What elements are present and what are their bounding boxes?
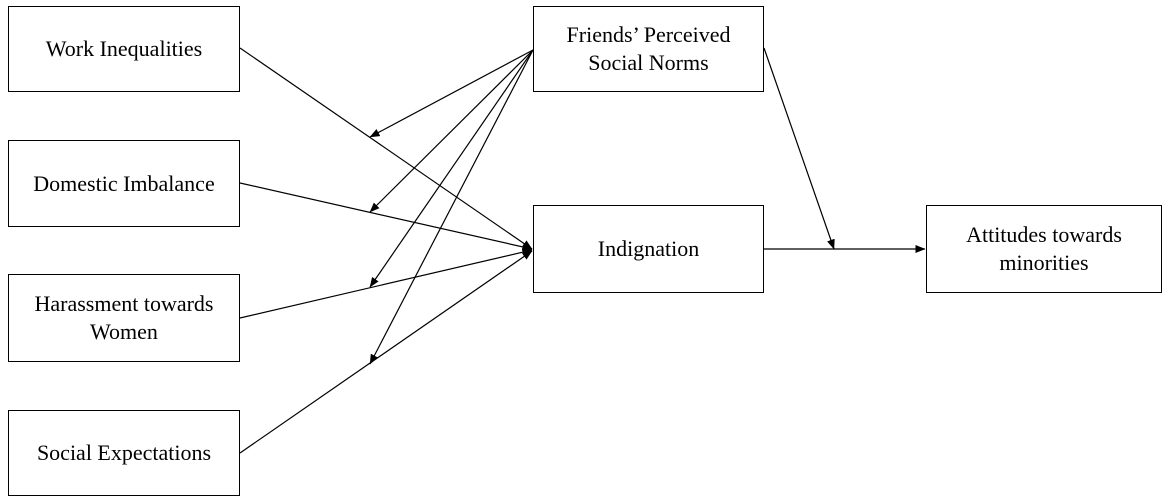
edge-domestic-to-indignation	[239, 182, 533, 251]
node-indignation: Indignation	[533, 205, 764, 293]
node-attitudes-towards-minorities-label: Attitudes towards minorities	[966, 222, 1122, 275]
edge-friends-moderates-harassment	[369, 49, 534, 288]
node-friends-perceived-social-norms: Friends’ Perceived Social Norms	[533, 6, 764, 92]
edge-work-to-indignation	[239, 47, 533, 250]
edge-social-to-indignation	[239, 250, 533, 454]
node-work-inequalities: Work Inequalities	[8, 6, 240, 92]
edge-friends-moderates-domestic	[369, 49, 534, 213]
edge-friends-moderates-indignation-path	[763, 47, 835, 250]
node-domestic-imbalance: Domestic Imbalance	[8, 140, 240, 227]
node-attitudes-towards-minorities: Attitudes towards minorities	[926, 205, 1162, 293]
node-domestic-imbalance-label: Domestic Imbalance	[33, 170, 215, 196]
node-harassment-towards-women: Harassment towards Women	[8, 274, 240, 362]
node-indignation-label: Indignation	[597, 236, 700, 261]
edge-friends-moderates-work	[369, 49, 534, 138]
node-work-inequalities-label: Work Inequalities	[45, 36, 203, 61]
node-social-expectations: Social Expectations	[8, 410, 240, 496]
edge-harassment-to-indignation	[239, 248, 533, 319]
edge-friends-moderates-social	[369, 49, 534, 365]
node-harassment-towards-women-label: Harassment towards Women	[34, 291, 214, 344]
node-social-expectations-label: Social Expectations	[36, 440, 212, 465]
node-friends-perceived-social-norms-label: Friends’ Perceived Social Norms	[566, 22, 731, 75]
